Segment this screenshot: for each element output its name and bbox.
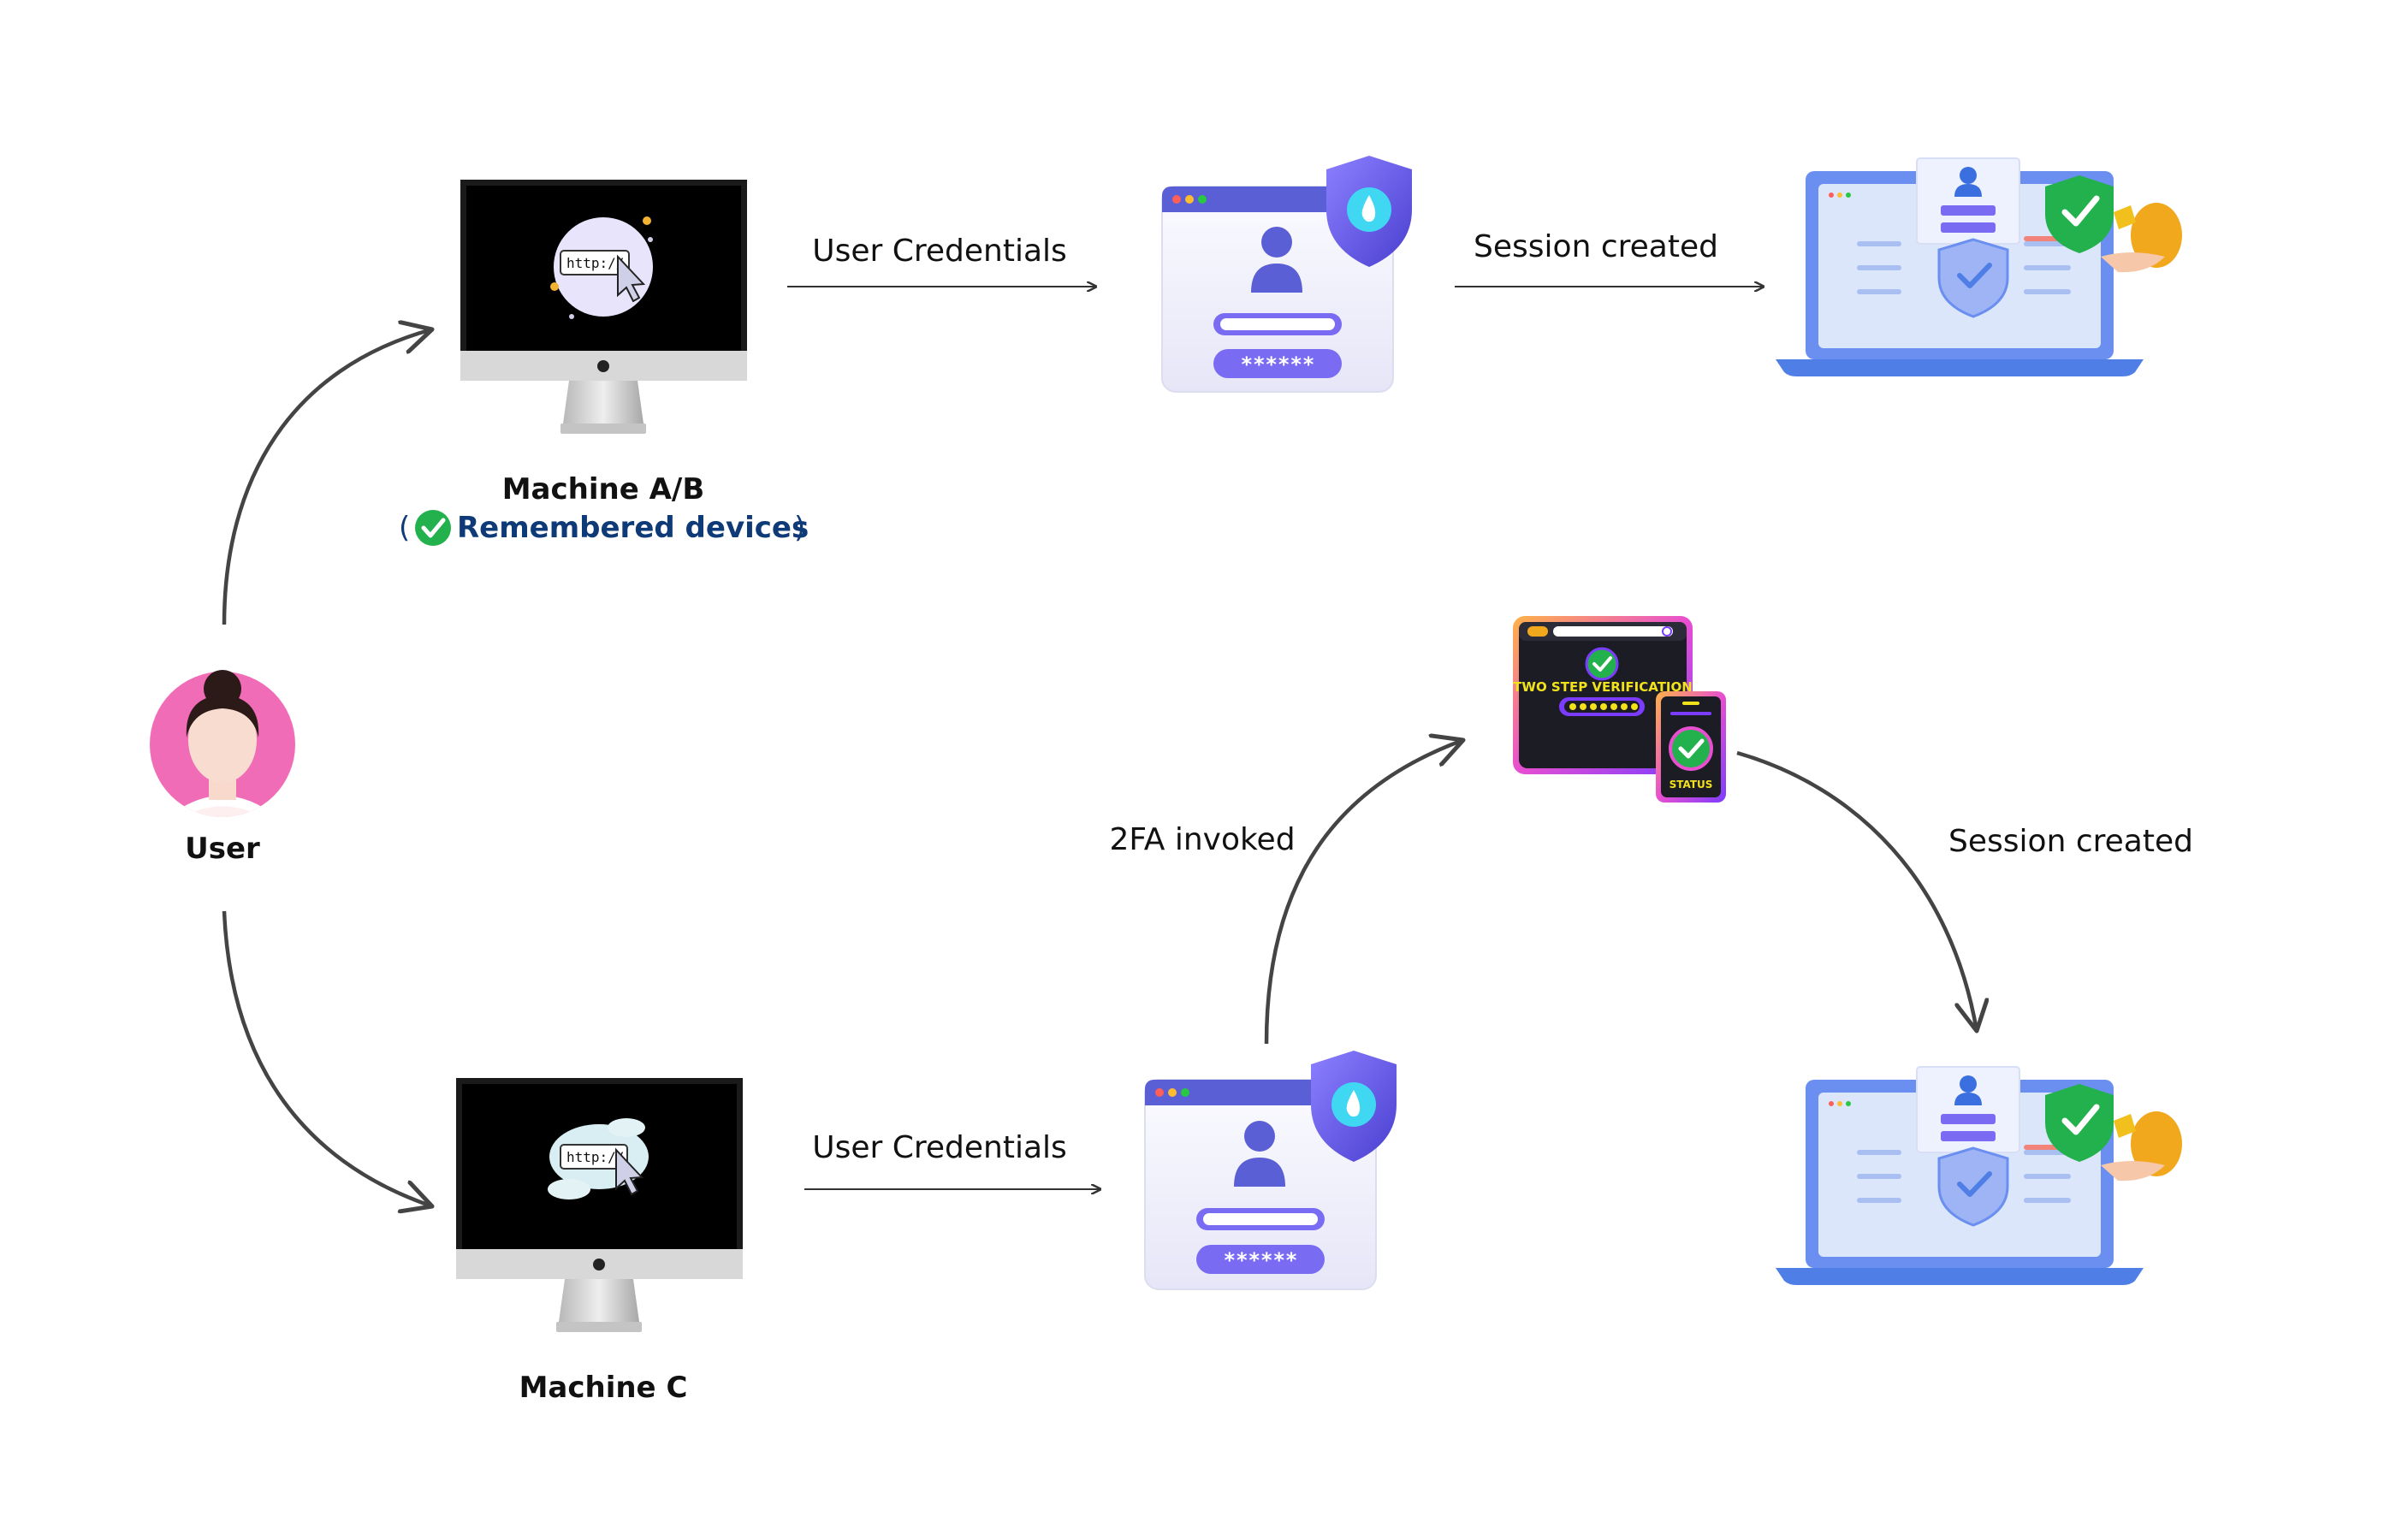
edge-label-2fa: 2FA invoked bbox=[1109, 822, 1295, 857]
password-mask: ****** bbox=[1241, 352, 1315, 376]
arrow-user-to-machine-c bbox=[222, 910, 432, 1206]
edge-label-bottom-session: Session created bbox=[1948, 824, 2193, 859]
user-node: User bbox=[150, 670, 295, 866]
connectors bbox=[222, 287, 1977, 1206]
login-card-top: ****** bbox=[1161, 156, 1412, 393]
remembered-devices-label: Remembered devices bbox=[457, 511, 809, 545]
user-label: User bbox=[185, 832, 260, 866]
machine-ab-label: Machine A/B bbox=[502, 472, 705, 506]
two-step-verification-node: TWO STEP VERIFICATION STATUS bbox=[1513, 616, 1726, 803]
check-circle-icon bbox=[415, 510, 451, 546]
monitor-ab-icon: http:// bbox=[460, 180, 747, 434]
user-silhouette-icon bbox=[1234, 1121, 1285, 1187]
check-circle-icon bbox=[1585, 647, 1619, 681]
arrow-bottom-session bbox=[1736, 750, 1977, 1031]
green-shield-lock-icon bbox=[2045, 1084, 2182, 1182]
shield-icon bbox=[1326, 156, 1412, 267]
remembered-close-paren: ) bbox=[794, 511, 805, 545]
login-card-bottom: ****** bbox=[1144, 1051, 1397, 1290]
laptop-session-bottom bbox=[1776, 1066, 2182, 1285]
user-silhouette-icon bbox=[1251, 227, 1302, 293]
arrow-2fa-invoked bbox=[1264, 740, 1463, 1045]
edge-label-top-session: Session created bbox=[1474, 229, 1718, 264]
edge-label-top-credentials: User Credentials bbox=[812, 234, 1067, 269]
laptop-session-top bbox=[1776, 157, 2182, 376]
two-step-title: TWO STEP VERIFICATION bbox=[1513, 679, 1693, 695]
shield-check-icon bbox=[1937, 238, 2009, 318]
phone-status-icon: STATUS bbox=[1656, 691, 1726, 803]
shield-check-icon bbox=[1937, 1146, 2009, 1227]
arrow-user-to-machine-ab bbox=[222, 329, 432, 625]
machine-c-label: Machine C bbox=[519, 1371, 688, 1405]
phone-status-label: STATUS bbox=[1669, 779, 1713, 791]
machine-ab-node: http:// Machine A/B ( Remembered devices… bbox=[399, 180, 809, 546]
monitor-c-url: http:// bbox=[566, 1149, 624, 1165]
password-mask: ****** bbox=[1224, 1248, 1298, 1272]
edge-label-bottom-credentials: User Credentials bbox=[812, 1130, 1067, 1165]
user-avatar-icon bbox=[150, 670, 295, 817]
shield-icon bbox=[1311, 1051, 1397, 1162]
remembered-open-paren: ( bbox=[399, 511, 410, 545]
machine-c-node: http:// Machine C bbox=[456, 1078, 743, 1405]
monitor-c-icon: http:// bbox=[456, 1078, 743, 1332]
green-shield-lock-icon bbox=[2045, 175, 2182, 273]
monitor-ab-url: http:// bbox=[566, 255, 624, 271]
